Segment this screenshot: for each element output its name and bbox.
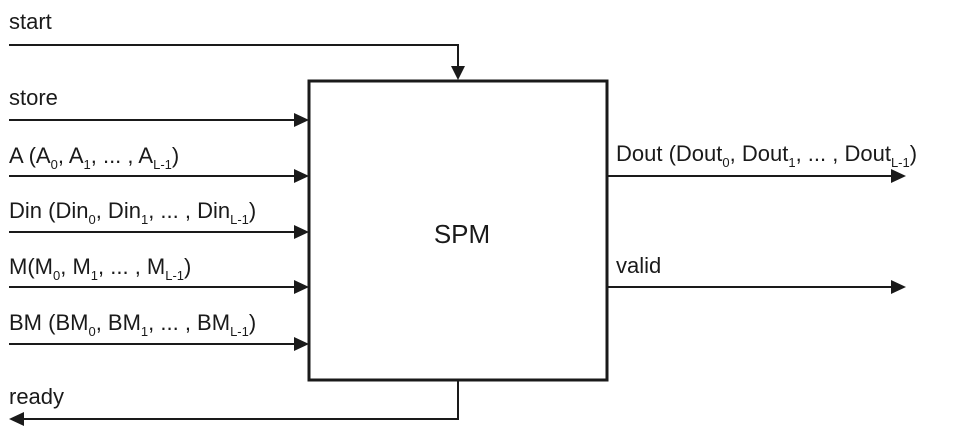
address-sub-0: 0: [51, 157, 58, 172]
mask-sub-l: L-1: [165, 268, 184, 283]
start-arrowhead: [451, 66, 465, 80]
spm-block: [307, 79, 609, 382]
ready-wire: [22, 381, 459, 420]
mask-label: M(M0, M1, ... , ML-1): [9, 254, 191, 283]
din-mid-1: , Din: [96, 198, 141, 223]
dout-sub-l: L-1: [891, 155, 910, 170]
address-arrowhead: [294, 169, 309, 183]
mask-signal: M(M0, M1, ... , ML-1): [9, 254, 309, 294]
store-arrowhead: [294, 113, 309, 127]
ready-signal: ready: [9, 381, 459, 426]
ready-arrowhead: [9, 412, 24, 426]
dout-prefix: Dout (Dout: [616, 141, 722, 166]
address-mid-2: , ... , A: [91, 143, 154, 168]
bitmask-arrowhead: [294, 337, 309, 351]
din-label: Din (Din0, Din1, ... , DinL-1): [9, 198, 256, 227]
dout-suffix: ): [910, 141, 917, 166]
mask-prefix: M(M: [9, 254, 53, 279]
address-signal: A (A0, A1, ... , AL-1): [9, 143, 309, 183]
mask-sub-1: 1: [91, 268, 98, 283]
din-sub-1: 1: [141, 212, 148, 227]
bitmask-mid-1: , BM: [96, 310, 141, 335]
ready-label: ready: [9, 384, 64, 409]
din-signal: Din (Din0, Din1, ... , DinL-1): [9, 198, 309, 239]
mask-mid-1: , M: [60, 254, 91, 279]
address-suffix: ): [172, 143, 179, 168]
bitmask-prefix: BM (BM: [9, 310, 88, 335]
bitmask-suffix: ): [249, 310, 256, 335]
bitmask-label: BM (BM0, BM1, ... , BML-1): [9, 310, 256, 339]
dout-sub-0: 0: [722, 155, 729, 170]
address-label: A (A0, A1, ... , AL-1): [9, 143, 179, 172]
mask-sub-0: 0: [53, 268, 60, 283]
store-label: store: [9, 85, 58, 110]
address-prefix: A (A: [9, 143, 51, 168]
start-signal: start: [9, 9, 465, 80]
valid-arrowhead: [891, 280, 906, 294]
dout-signal: Dout (Dout0, Dout1, ... , DoutL-1): [608, 141, 917, 183]
bitmask-signal: BM (BM0, BM1, ... , BML-1): [9, 310, 309, 351]
valid-signal: valid: [608, 253, 906, 294]
dout-sub-1: 1: [788, 155, 795, 170]
valid-label: valid: [616, 253, 661, 278]
bitmask-sub-l: L-1: [230, 324, 249, 339]
spm-block-label: SPM: [434, 219, 490, 249]
din-prefix: Din (Din: [9, 198, 88, 223]
din-suffix: ): [249, 198, 256, 223]
mask-suffix: ): [184, 254, 191, 279]
mask-arrowhead: [294, 280, 309, 294]
dout-arrowhead: [891, 169, 906, 183]
din-sub-l: L-1: [230, 212, 249, 227]
dout-mid-2: , ... , Dout: [796, 141, 891, 166]
address-mid-1: , A: [58, 143, 84, 168]
mask-mid-2: , ... , M: [98, 254, 165, 279]
address-sub-l: L-1: [153, 157, 172, 172]
address-sub-1: 1: [84, 157, 91, 172]
din-arrowhead: [294, 225, 309, 239]
store-signal: store: [9, 85, 309, 127]
din-sub-0: 0: [88, 212, 95, 227]
bitmask-mid-2: , ... , BM: [148, 310, 230, 335]
dout-label: Dout (Dout0, Dout1, ... , DoutL-1): [616, 141, 917, 170]
din-mid-2: , ... , Din: [148, 198, 230, 223]
dout-mid-1: , Dout: [730, 141, 789, 166]
start-label: start: [9, 9, 52, 34]
start-wire: [9, 44, 459, 68]
bitmask-sub-1: 1: [141, 324, 148, 339]
bitmask-sub-0: 0: [88, 324, 95, 339]
